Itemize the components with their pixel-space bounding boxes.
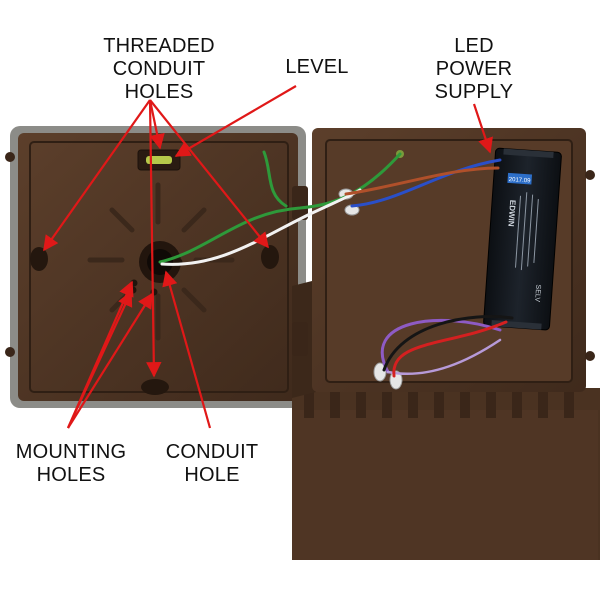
- power-supply-brand: EDWIN: [506, 200, 517, 227]
- left-housing: [5, 126, 306, 408]
- label-led-power-supply: LED POWER SUPPLY: [434, 35, 514, 103]
- wire-brown: [344, 166, 500, 196]
- hinge-top: [292, 186, 308, 220]
- callout-arrows: [43, 85, 493, 429]
- arrow-mounting-2: [67, 290, 133, 429]
- arrow-threaded-bottom: [146, 99, 162, 378]
- label-conduit-hole: CONDUIT HOLE: [165, 441, 259, 486]
- hinge-bottom: [292, 322, 308, 356]
- right-housing-front-face: [292, 410, 598, 560]
- housing-ear-bottom-right: [585, 351, 595, 361]
- power-supply-spec-lines: [514, 192, 539, 271]
- label-level: LEVEL: [285, 56, 349, 78]
- power-supply-terminal-top: [503, 148, 554, 158]
- arrow-threaded-top: [148, 99, 165, 150]
- arrow-mounting-3: [67, 292, 153, 429]
- wire-purple: [380, 318, 502, 374]
- wire-green-short: [262, 150, 288, 208]
- housing-ear-top-left: [5, 152, 15, 162]
- wire-black: [382, 315, 514, 372]
- wire-blue: [350, 158, 502, 208]
- housing-ear-top-right: [585, 170, 595, 180]
- wire-green: [158, 152, 402, 264]
- arrow-conduit-hole: [162, 270, 212, 429]
- wire-purple-2: [386, 338, 502, 376]
- right-housing: 2017.09 EDWIN SELV: [292, 128, 600, 560]
- housing-ear-bottom-left: [5, 347, 15, 357]
- label-threaded-conduit-holes: THREADED CONDUIT HOLES: [103, 35, 215, 103]
- power-supply-mark: SELV: [533, 284, 541, 302]
- threaded-conduit-hole-bottom: [141, 379, 169, 395]
- arrow-threaded-right: [149, 99, 269, 249]
- heatsink-fins: [304, 392, 574, 418]
- level-vial: [146, 156, 172, 164]
- arrow-level: [174, 85, 297, 157]
- threaded-conduit-hole-left: [30, 247, 48, 271]
- arrow-threaded-left: [43, 99, 151, 252]
- label-mounting-holes: MOUNTING HOLES: [15, 441, 127, 486]
- wire-nut: [373, 362, 387, 382]
- arrow-led-power-supply: [472, 103, 493, 154]
- threaded-conduit-hole-right: [261, 245, 279, 269]
- wiring: [158, 150, 514, 378]
- power-supply-sticker-text: 2017.09: [509, 177, 532, 185]
- led-power-supply: 2017.09 EDWIN SELV: [483, 147, 562, 331]
- power-supply-sticker: [507, 172, 533, 185]
- wire-red: [392, 320, 508, 378]
- wire-white: [160, 188, 362, 266]
